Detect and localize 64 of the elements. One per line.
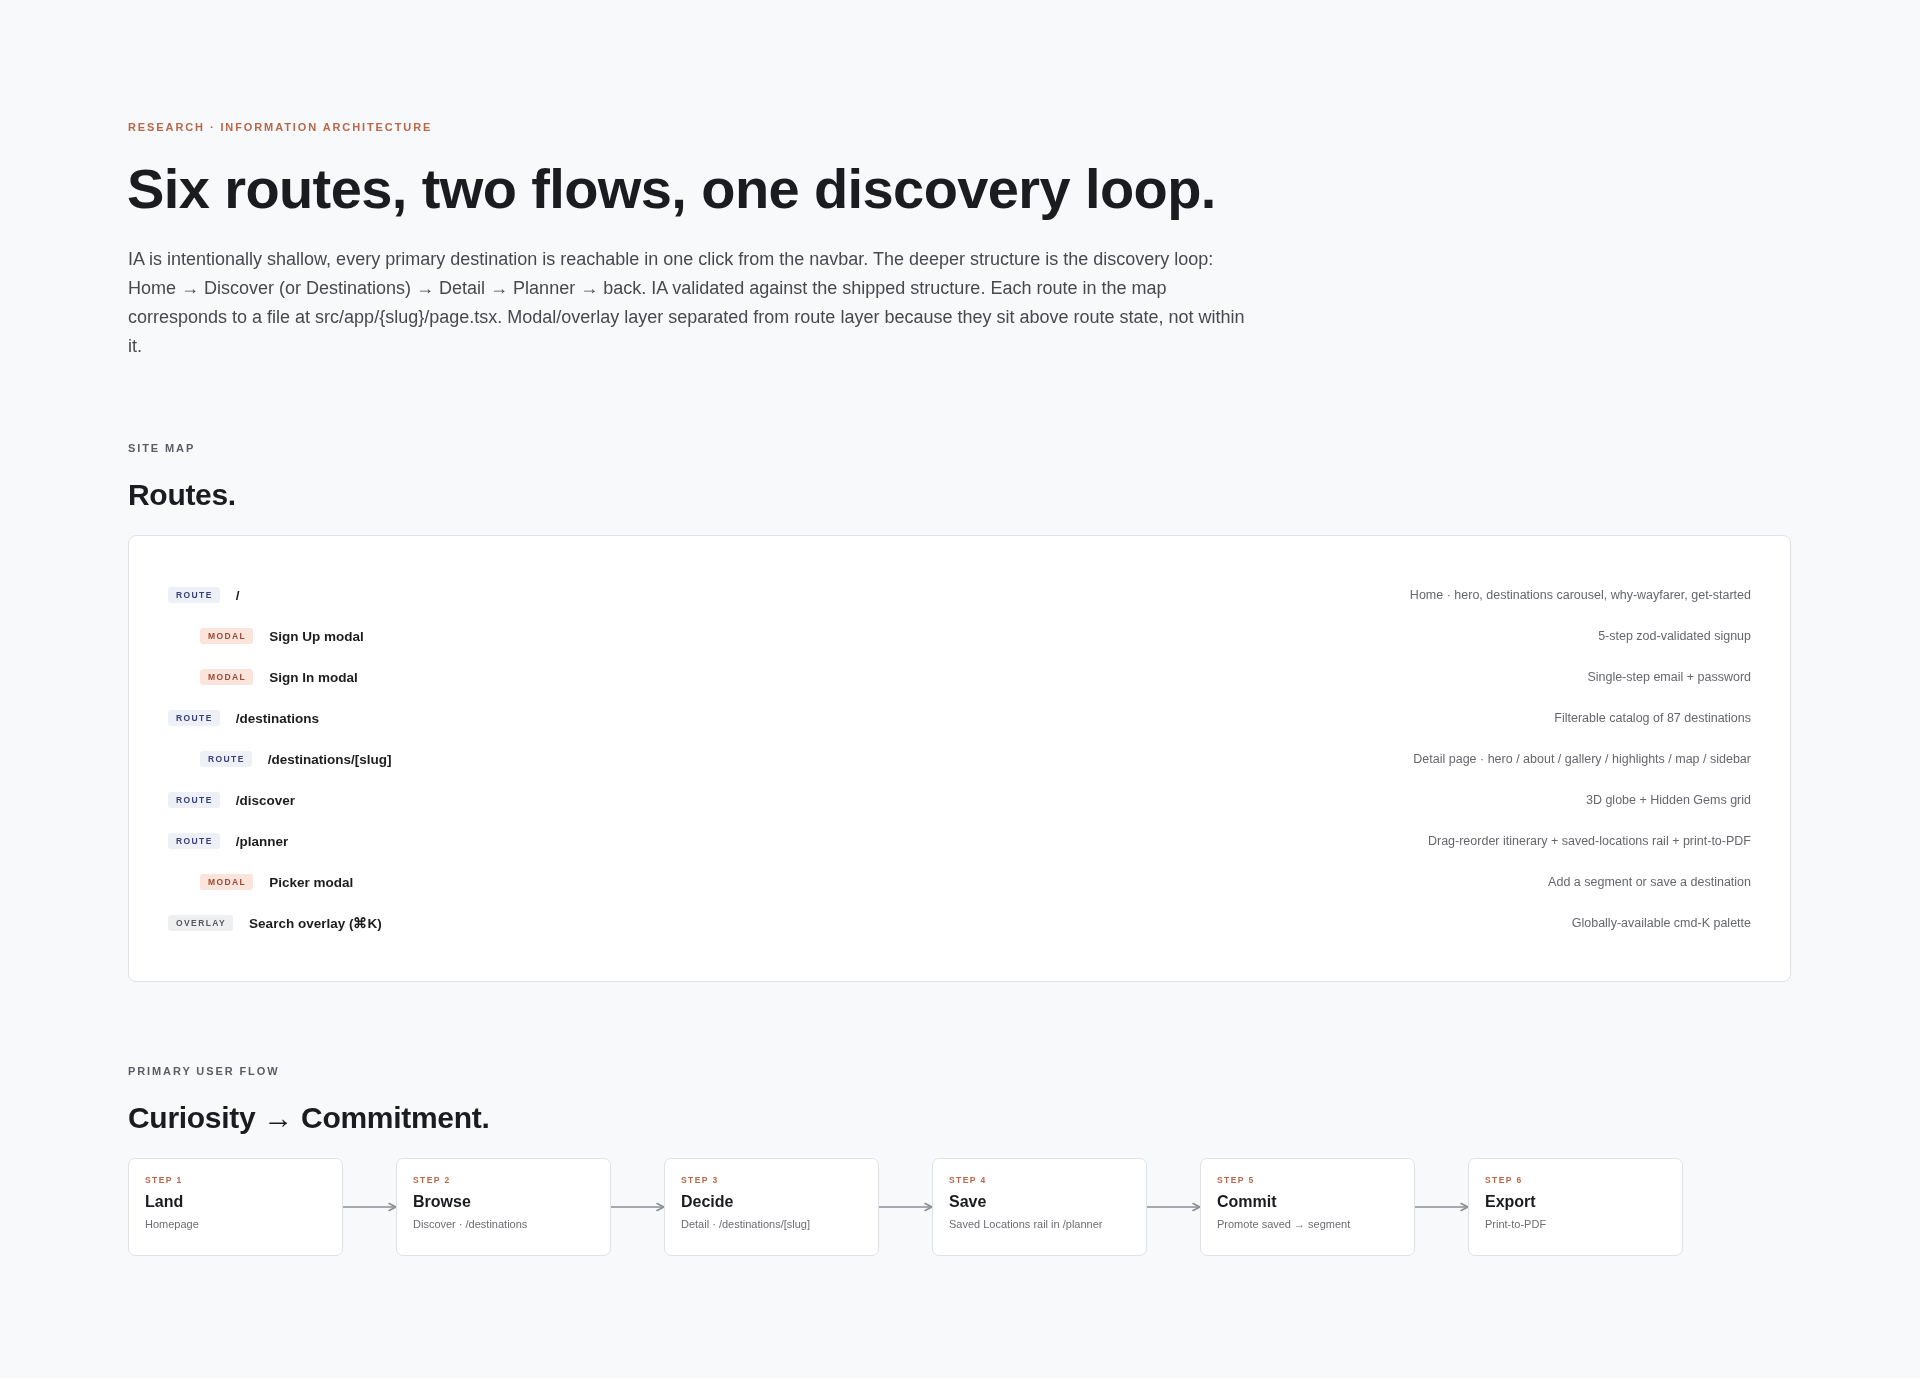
route-name: /discover bbox=[235, 792, 296, 808]
section-eyebrow: SITE MAP bbox=[128, 441, 196, 455]
route-name: Search overlay (⌘K) bbox=[249, 915, 382, 931]
modal-tag: MODAL bbox=[200, 874, 254, 890]
step-number: STEP 5 bbox=[1217, 1174, 1255, 1186]
step-title: Decide bbox=[681, 1192, 734, 1212]
step-number: STEP 4 bbox=[949, 1174, 987, 1186]
step-card bbox=[664, 1158, 879, 1256]
step-number: STEP 2 bbox=[413, 1174, 451, 1186]
arrow bbox=[878, 1202, 933, 1212]
step-card bbox=[128, 1158, 343, 1256]
route-name: /destinations bbox=[235, 710, 319, 726]
route-tag: ROUTE bbox=[168, 587, 220, 603]
route-description: Globally-available cmd-K palette bbox=[1571, 915, 1751, 932]
route-description: Single-step email + password bbox=[1587, 669, 1751, 686]
arrow bbox=[1146, 1202, 1201, 1212]
route-name: /planner bbox=[235, 833, 289, 849]
route-name: /destinations/[slug] bbox=[267, 751, 392, 767]
arrow bbox=[1414, 1202, 1469, 1212]
route-description: Detail page · hero / about / gallery / highlights / map / sidebar bbox=[1413, 751, 1751, 768]
route-name: Sign In modal bbox=[269, 669, 358, 685]
route-description: 3D globe + Hidden Gems grid bbox=[1585, 792, 1751, 809]
arrow bbox=[342, 1202, 397, 1212]
step-description: Saved Locations rail in /planner bbox=[949, 1217, 1103, 1231]
route-tag: ROUTE bbox=[168, 792, 220, 808]
step-card bbox=[932, 1158, 1147, 1256]
step-title: Browse bbox=[413, 1192, 471, 1212]
step-description: Promote saved → segment bbox=[1217, 1217, 1351, 1231]
modal-tag: MODAL bbox=[200, 669, 254, 685]
route-name: / bbox=[235, 587, 240, 603]
route-tag: ROUTE bbox=[168, 710, 220, 726]
section-heading: Curiosity → Commitment. bbox=[128, 1100, 490, 1136]
eyebrow-text: RESEARCH · INFORMATION ARCHITECTURE bbox=[128, 120, 433, 134]
step-description: Detail · /destinations/[slug] bbox=[681, 1217, 810, 1231]
section-eyebrow: PRIMARY USER FLOW bbox=[128, 1064, 280, 1078]
route-description: Drag-reorder itinerary + saved-locations rail + print-to-PDF bbox=[1427, 833, 1751, 850]
step-description: Discover · /destinations bbox=[413, 1217, 528, 1231]
arrow bbox=[610, 1202, 665, 1212]
routes-panel bbox=[128, 535, 1791, 982]
step-title: Commit bbox=[1217, 1192, 1277, 1212]
route-name: Sign Up modal bbox=[269, 628, 364, 644]
step-title: Land bbox=[145, 1192, 184, 1212]
step-number: STEP 3 bbox=[681, 1174, 719, 1186]
route-name: Picker modal bbox=[269, 874, 354, 890]
route-description: Add a segment or save a destination bbox=[1548, 874, 1751, 891]
overlay-tag: OVERLAY bbox=[168, 915, 234, 931]
route-tag: ROUTE bbox=[168, 833, 220, 849]
route-description: Home · hero, destinations carousel, why-wayfarer, get-started bbox=[1409, 587, 1751, 604]
modal-tag: MODAL bbox=[200, 628, 254, 644]
step-card bbox=[396, 1158, 611, 1256]
route-description: Filterable catalog of 87 destinations bbox=[1554, 710, 1751, 727]
route-tag: ROUTE bbox=[200, 751, 252, 767]
intro-paragraph: IA is intentionally shallow, every primary destination is reachable in one click from the navbar. The deeper structure is the discovery loop: Home → Discover (or Destinations) → Detail → Planner → back. IA validated against the shipped structure. Each route in the map corresponds to a file at src/app/{slug}/page.tsx. Modal/overlay layer separated from route layer because they sit above route state, not within it. bbox=[128, 248, 1246, 358]
step-card bbox=[1468, 1158, 1683, 1256]
step-card bbox=[1200, 1158, 1415, 1256]
section-heading: Routes. bbox=[128, 477, 236, 513]
step-title: Save bbox=[949, 1192, 987, 1212]
page-title: Six routes, two flows, one discovery loop. bbox=[127, 156, 1216, 222]
step-description: Print-to-PDF bbox=[1485, 1217, 1547, 1231]
step-number: STEP 1 bbox=[145, 1174, 183, 1186]
step-number: STEP 6 bbox=[1485, 1174, 1523, 1186]
route-description: 5-step zod-validated signup bbox=[1598, 628, 1751, 645]
step-title: Export bbox=[1485, 1192, 1536, 1212]
step-description: Homepage bbox=[145, 1217, 199, 1231]
